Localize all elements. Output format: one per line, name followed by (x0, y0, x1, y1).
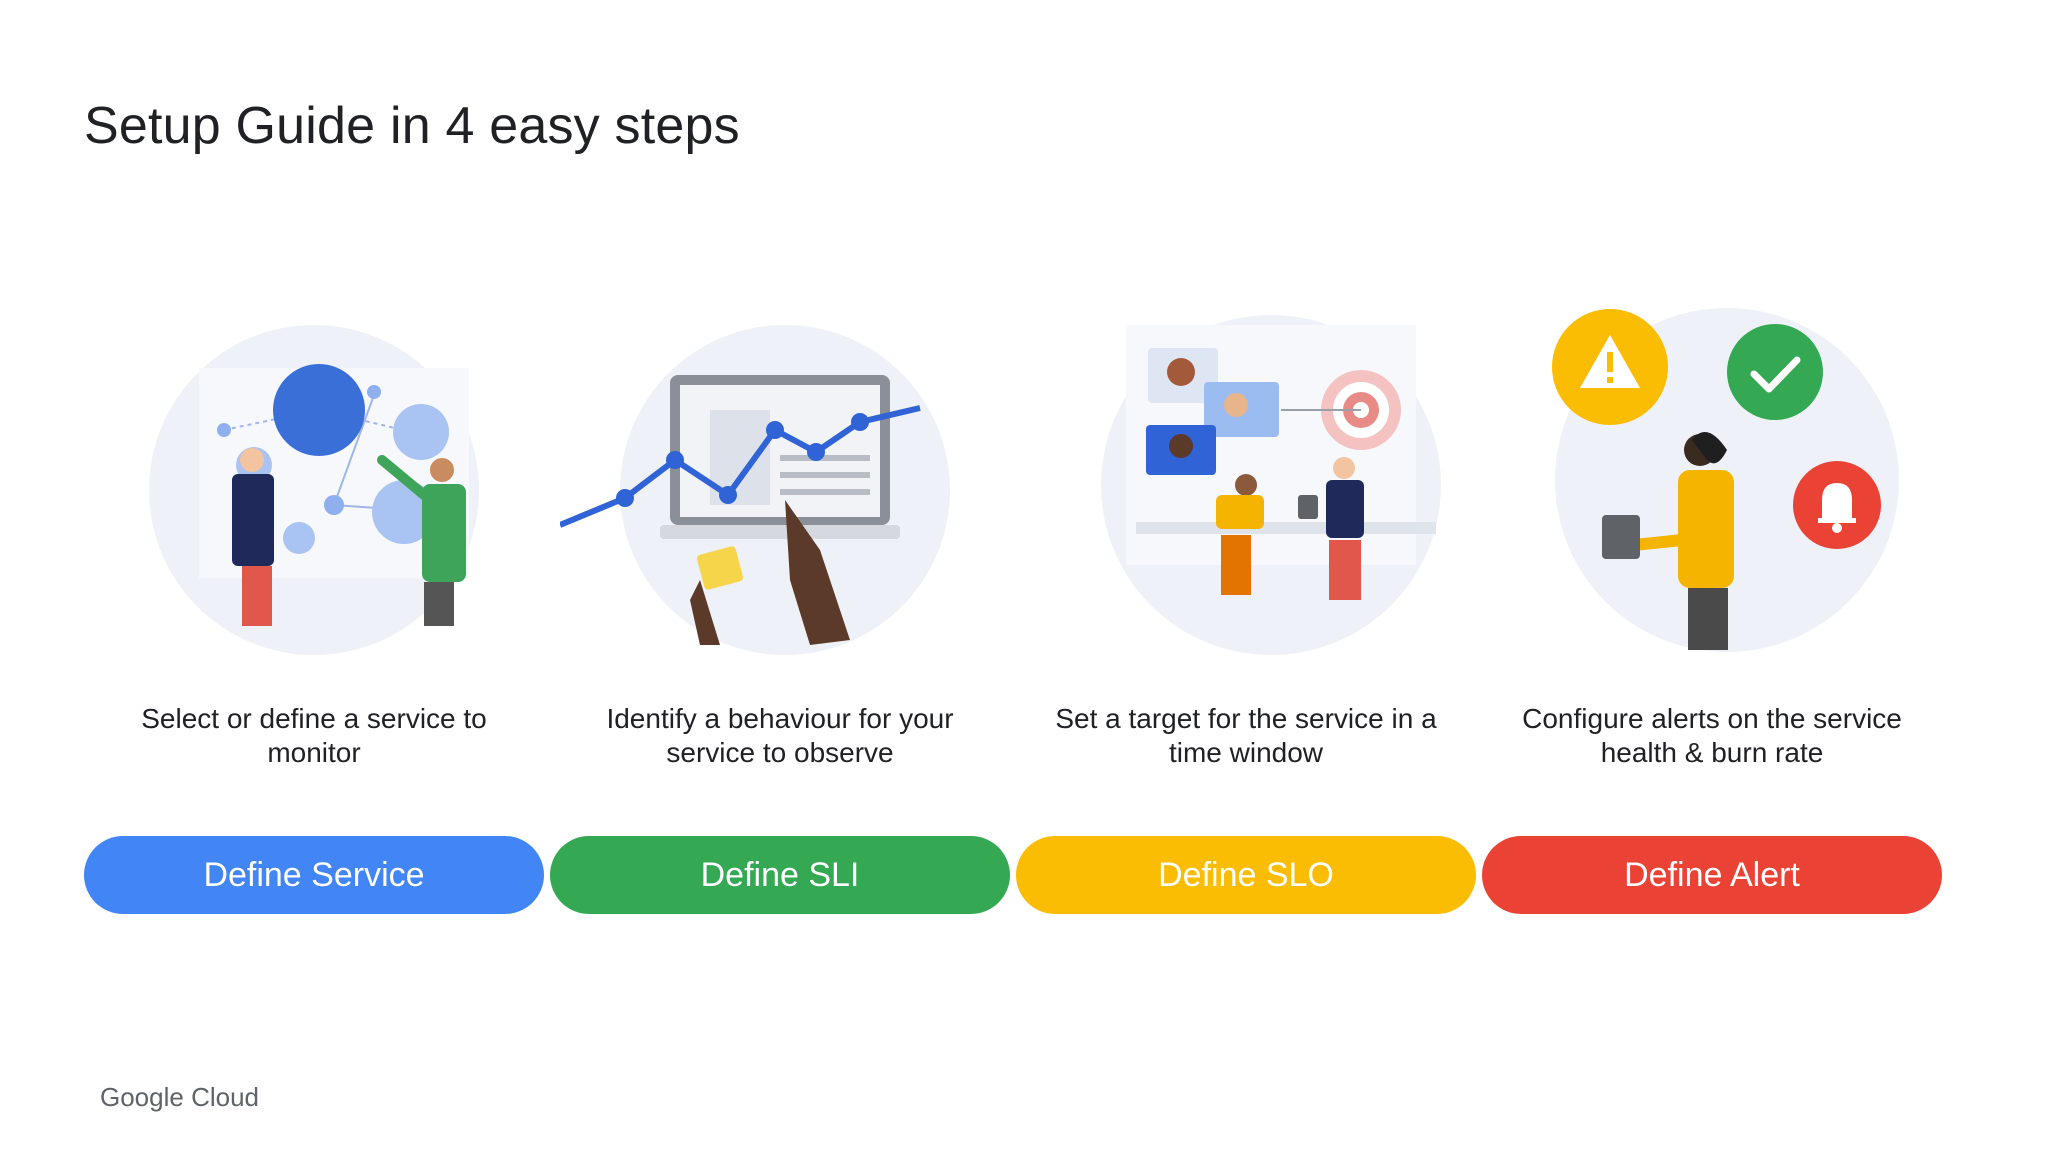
target-icon (1101, 315, 1441, 655)
google-logo-text: Google (100, 1082, 184, 1112)
define-service-button[interactable]: Define Service (84, 836, 544, 914)
step-define-sli: Identify a behaviour for your service to… (550, 300, 1010, 920)
page-title: Setup Guide in 4 easy steps (84, 97, 740, 155)
line-chart-icon (560, 325, 950, 655)
define-sli-button[interactable]: Define SLI (550, 836, 1010, 914)
slo-illustration (1026, 300, 1466, 680)
define-alert-button[interactable]: Define Alert (1482, 836, 1942, 914)
sli-illustration (560, 300, 1000, 680)
service-illustration (94, 300, 534, 680)
step-define-alert: Configure alerts on the service health &… (1482, 300, 1942, 920)
service-network-icon (149, 325, 479, 655)
alert-illustration (1492, 300, 1932, 680)
step-description: Set a target for the service in a time w… (1055, 703, 1437, 768)
step-define-slo: Set a target for the service in a time w… (1016, 300, 1476, 920)
step-description: Configure alerts on the service health &… (1522, 703, 1902, 768)
step-description: Select or define a service to monitor (141, 703, 487, 768)
alert-status-icon (1552, 308, 1899, 652)
google-cloud-logo: Google Cloud (100, 1082, 259, 1113)
cloud-logo-text: Cloud (191, 1082, 260, 1112)
step-description: Identify a behaviour for your service to… (606, 703, 954, 768)
define-slo-button[interactable]: Define SLO (1016, 836, 1476, 914)
step-define-service: Select or define a service to monitor De… (84, 300, 544, 920)
